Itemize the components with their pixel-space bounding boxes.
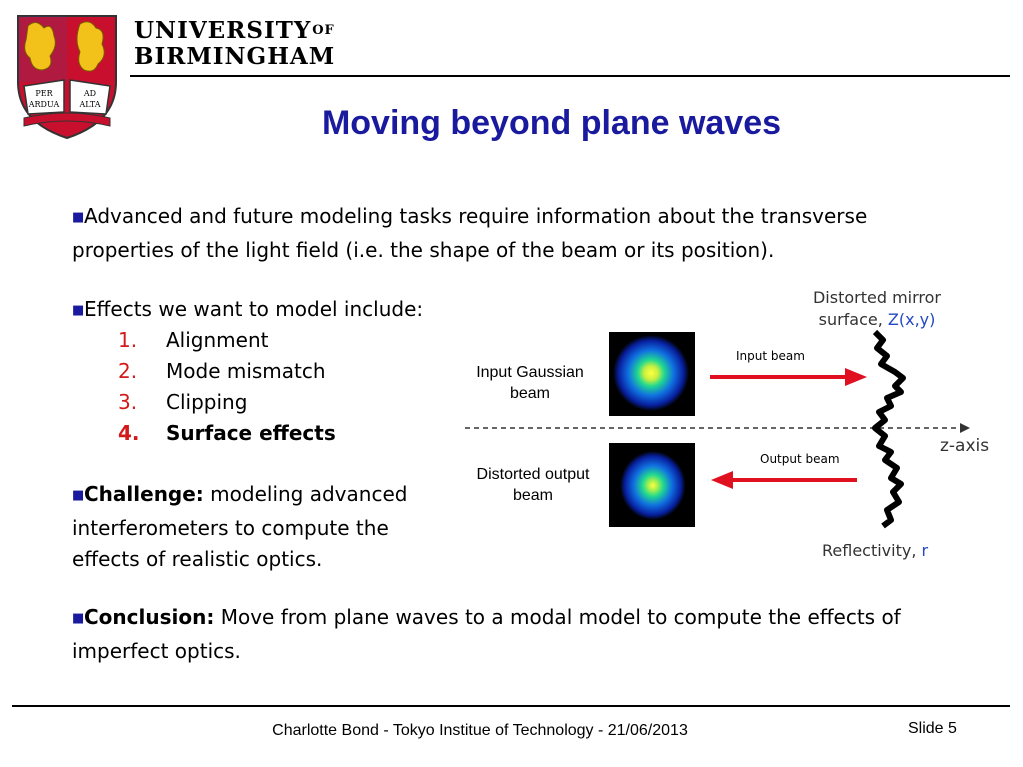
reflectivity-label: Reflectivity, r: [822, 541, 928, 560]
distorted-output-beam-label: Distorted output beam: [476, 466, 590, 504]
input-beam-image: [609, 332, 695, 416]
university-name-line2: BIRMINGHAM: [134, 43, 336, 70]
input-beam-arrowhead: [845, 368, 867, 386]
crest-motto-text: AD: [83, 89, 96, 98]
input-beam-arrow-label: Input beam: [736, 349, 805, 363]
list-label: Clipping: [166, 390, 248, 414]
university-crest-logo: PER ARDUA AD ALTA: [17, 15, 117, 140]
slide-title: Moving beyond plane waves: [321, 104, 782, 142]
output-beam-image: [609, 443, 695, 527]
distorted-mirror-label: Distorted mirror surface, Z(x,y): [792, 287, 962, 331]
bullet-square-icon: ■: [72, 488, 85, 503]
crest-motto-text: ARDUA: [28, 100, 60, 109]
reflectivity-text: Reflectivity,: [822, 541, 917, 560]
university-name-line1: UNIVERSITY: [134, 17, 312, 44]
slide-number: Slide 5: [908, 720, 957, 737]
university-name-of: OF: [312, 23, 335, 38]
bullet-transverse-properties: ■Advanced and future modeling tasks requ…: [72, 201, 952, 266]
bullet-effects: ■Effects we want to model include:: [72, 294, 423, 328]
bullet-bold-lead: Conclusion:: [84, 605, 215, 629]
mirror-label-text: Distorted mirror surface,: [812, 288, 942, 329]
bullet-square-icon: ■: [72, 303, 85, 318]
bullet-square-icon: ■: [72, 210, 85, 225]
bullet-square-icon: ■: [72, 611, 85, 626]
bullet-text: Advanced and future modeling tasks requi…: [72, 204, 868, 262]
list-number: 2.: [118, 359, 138, 383]
footer-text: Charlotte Bond - Tokyo Institue of Techn…: [272, 722, 688, 739]
bullet-challenge: ■Challenge: modeling advanced interferom…: [72, 479, 432, 575]
bullet-text: Effects we want to model include:: [84, 297, 424, 321]
crest-motto-text: PER: [35, 89, 53, 98]
list-item: 2. Mode mismatch: [118, 356, 336, 387]
input-gaussian-beam-label: Input Gaussian beam: [476, 364, 584, 402]
university-name: UNIVERSITYOF BIRMINGHAM: [134, 18, 335, 70]
crest-motto-text: ALTA: [78, 100, 100, 109]
bullet-bold-lead: Challenge:: [84, 482, 204, 506]
z-axis-arrowhead: [960, 423, 970, 433]
mirror-symbol: Z(x,y): [887, 310, 936, 329]
bullet-text: Move from plane waves to a modal model t…: [72, 605, 901, 663]
list-number: 3.: [118, 390, 138, 414]
list-number: 1.: [118, 328, 138, 352]
bullet-conclusion: ■Conclusion: Move from plane waves to a …: [72, 602, 972, 667]
list-item: 3. Clipping: [118, 387, 336, 418]
output-beam-arrow-label: Output beam: [760, 452, 840, 466]
effects-list: 1. Alignment 2. Mode mismatch 3. Clipping 4…: [118, 325, 336, 449]
list-number: 4.: [118, 421, 140, 445]
bullet-text: modeling advanced interferometers to com…: [72, 482, 408, 571]
beam-reflection-diagram: [465, 329, 970, 529]
reflectivity-symbol: r: [921, 541, 929, 560]
z-axis-label: z-axis: [940, 436, 990, 456]
list-item: 1. Alignment: [118, 325, 336, 356]
header-divider: [130, 75, 1010, 77]
list-label: Surface effects: [166, 421, 336, 445]
list-label: Alignment: [166, 328, 269, 352]
distorted-mirror-surface: [872, 329, 906, 529]
list-label: Mode mismatch: [166, 359, 326, 383]
footer-divider: [12, 705, 1010, 707]
list-item: 4. Surface effects: [118, 418, 336, 449]
output-beam-arrowhead: [711, 471, 733, 489]
